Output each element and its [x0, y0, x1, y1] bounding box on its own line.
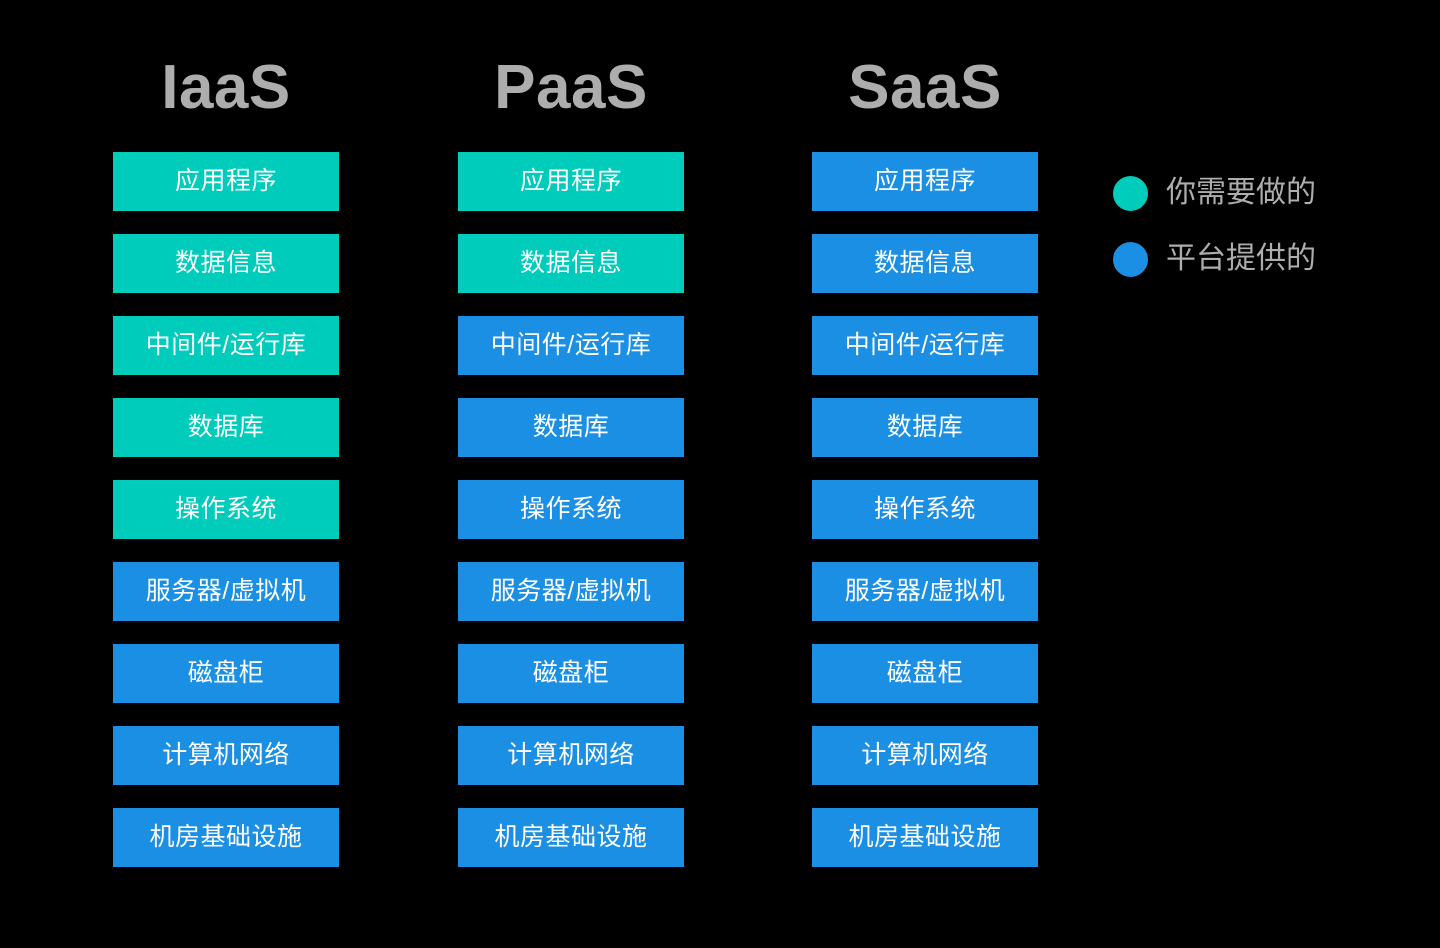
- layer-box[interactable]: 操作系统: [113, 480, 339, 539]
- layer-box[interactable]: 数据信息: [812, 234, 1038, 293]
- layer-label: 中间件/运行库: [490, 331, 652, 359]
- layer-label: 机房基础设施: [848, 823, 1002, 851]
- layer-box[interactable]: 应用程序: [113, 152, 339, 211]
- layer-box[interactable]: 计算机网络: [458, 726, 684, 785]
- layer-label: 磁盘柜: [532, 659, 610, 687]
- column-title-saas: SaaS: [848, 53, 1002, 122]
- layer-box[interactable]: 机房基础设施: [812, 808, 1038, 867]
- layer-label: 计算机网络: [162, 741, 290, 769]
- layer-label: 计算机网络: [861, 741, 989, 769]
- layer-label: 数据库: [886, 413, 964, 441]
- layer-box[interactable]: 磁盘柜: [458, 644, 684, 703]
- layer-box[interactable]: 磁盘柜: [812, 644, 1038, 703]
- layer-label: 磁盘柜: [886, 659, 964, 687]
- layer-box[interactable]: 机房基础设施: [458, 808, 684, 867]
- legend-item: 你需要做的: [1113, 170, 1413, 216]
- legend-label: 平台提供的: [1166, 242, 1316, 275]
- layer-box[interactable]: 机房基础设施: [113, 808, 339, 867]
- legend-label: 你需要做的: [1166, 176, 1316, 209]
- layer-box[interactable]: 服务器/虚拟机: [113, 562, 339, 621]
- layer-box[interactable]: 应用程序: [812, 152, 1038, 211]
- layer-label: 数据库: [532, 413, 610, 441]
- layer-label: 应用程序: [174, 167, 277, 195]
- layer-label: 中间件/运行库: [145, 331, 307, 359]
- layer-box[interactable]: 数据库: [113, 398, 339, 457]
- layer-box[interactable]: 中间件/运行库: [812, 316, 1038, 375]
- layer-label: 数据信息: [873, 249, 976, 277]
- layer-box[interactable]: 数据信息: [458, 234, 684, 293]
- legend-item: 平台提供的: [1113, 236, 1413, 282]
- layer-label: 应用程序: [873, 167, 976, 195]
- layer-label: 数据库: [187, 413, 265, 441]
- layer-label: 数据信息: [519, 249, 622, 277]
- layer-box[interactable]: 数据信息: [113, 234, 339, 293]
- stack-column-paas: 应用程序数据信息中间件/运行库数据库操作系统服务器/虚拟机磁盘柜计算机网络机房基…: [458, 152, 684, 867]
- layer-label: 应用程序: [519, 167, 622, 195]
- layer-label: 操作系统: [519, 495, 622, 523]
- column-title-iaas: IaaS: [161, 53, 291, 122]
- layer-box[interactable]: 数据库: [812, 398, 1038, 457]
- layer-label: 服务器/虚拟机: [490, 577, 652, 605]
- layer-label: 中间件/运行库: [844, 331, 1006, 359]
- layer-label: 数据信息: [174, 249, 277, 277]
- column-title-paas: PaaS: [494, 53, 648, 122]
- layer-label: 服务器/虚拟机: [844, 577, 1006, 605]
- layer-label: 服务器/虚拟机: [145, 577, 307, 605]
- stack-column-saas: 应用程序数据信息中间件/运行库数据库操作系统服务器/虚拟机磁盘柜计算机网络机房基…: [812, 152, 1038, 867]
- layer-box[interactable]: 操作系统: [458, 480, 684, 539]
- legend-color-dot-icon: [1113, 241, 1148, 277]
- legend: 你需要做的平台提供的: [1113, 170, 1413, 282]
- layer-box[interactable]: 服务器/虚拟机: [812, 562, 1038, 621]
- layer-box[interactable]: 计算机网络: [113, 726, 339, 785]
- layer-box[interactable]: 应用程序: [458, 152, 684, 211]
- stack-column-iaas: 应用程序数据信息中间件/运行库数据库操作系统服务器/虚拟机磁盘柜计算机网络机房基…: [113, 152, 339, 867]
- layer-box[interactable]: 服务器/虚拟机: [458, 562, 684, 621]
- layer-box[interactable]: 数据库: [458, 398, 684, 457]
- layer-label: 操作系统: [174, 495, 277, 523]
- layer-box[interactable]: 计算机网络: [812, 726, 1038, 785]
- layer-box[interactable]: 中间件/运行库: [113, 316, 339, 375]
- layer-label: 操作系统: [873, 495, 976, 523]
- layer-label: 机房基础设施: [494, 823, 648, 851]
- layer-box[interactable]: 中间件/运行库: [458, 316, 684, 375]
- layer-label: 磁盘柜: [187, 659, 265, 687]
- layer-box[interactable]: 操作系统: [812, 480, 1038, 539]
- layer-label: 机房基础设施: [149, 823, 303, 851]
- layer-box[interactable]: 磁盘柜: [113, 644, 339, 703]
- layer-label: 计算机网络: [507, 741, 635, 769]
- legend-color-dot-icon: [1113, 175, 1148, 211]
